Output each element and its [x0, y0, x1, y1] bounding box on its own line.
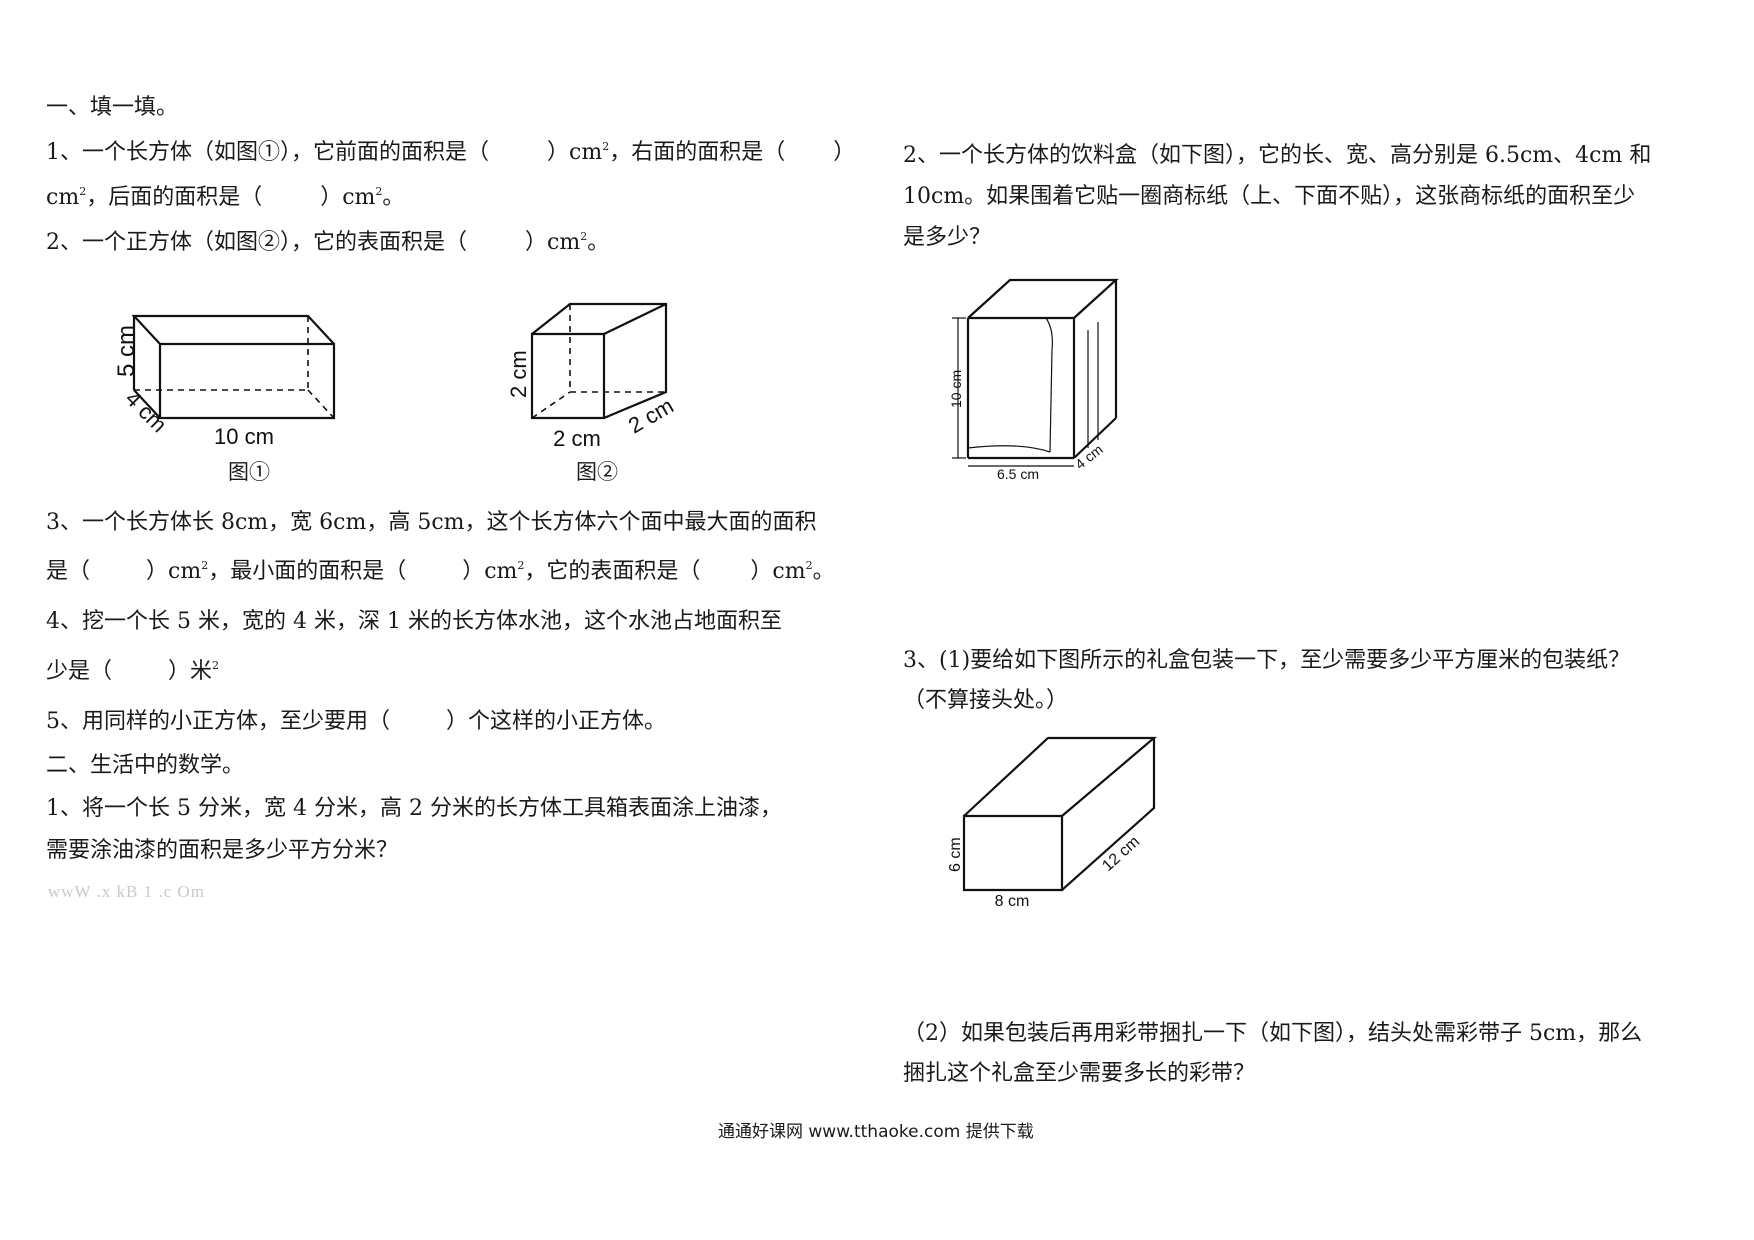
cuboid1-height-label: 5 cm — [113, 325, 140, 377]
cube-depth-label: 2 cm — [624, 393, 678, 438]
gift-box-right-face — [1061, 738, 1156, 891]
cuboid1-width-label: 4 cm — [120, 386, 171, 437]
cube-top-right-edges — [531, 302, 668, 420]
question-1-4: 4、挖一个长 5 米，宽的 4 米，深 1 米的长方体水池，这个水池占地面积至 — [46, 609, 782, 634]
box-bottom-side-edge — [1073, 417, 1117, 459]
question-2-3-part2-cont: 捆扎这个礼盒至少需要多长的彩带？ — [903, 1061, 1256, 1086]
label-fold-curve — [1045, 317, 1053, 453]
cube-front-face — [530, 332, 606, 420]
question-1-5: 5、用同样的小正方体，至少要用（）个这样的小正方体。 — [46, 709, 667, 734]
gift-box-length-label: 8 cm — [995, 893, 1030, 910]
label-bottom-curve — [967, 445, 1051, 453]
section1-heading: 一、填一填。 — [46, 95, 179, 120]
watermark: wwW .x kB 1 .c Om — [48, 882, 205, 901]
box-height-label: 10 cm — [948, 370, 964, 408]
question-2-2: 2、一个长方体的饮料盒（如下图），它的长、宽、高分别是 6.5cm、4cm 和 — [903, 143, 1652, 168]
cuboid1-front-face — [158, 342, 336, 420]
question-2-2-cont2: 是多少？ — [903, 225, 992, 250]
box-length-label: 6.5 cm — [997, 466, 1039, 482]
figure-2-caption: 图② — [576, 460, 618, 484]
cube-hidden-edge — [531, 391, 571, 419]
cube-width-label: 2 cm — [553, 426, 601, 451]
cube-top-edge — [603, 303, 667, 335]
question-2-3-part2: （2）如果包装后再用彩带捆扎一下（如下图），结头处需彩带子 5cm，那么 — [903, 1021, 1643, 1046]
gift-box-depth-label: 12 cm — [1099, 833, 1143, 875]
gift-box-height-label: 6 cm — [947, 837, 964, 872]
question-1-4-cont: 少是（）米2 — [46, 659, 220, 684]
question-2-3-cont: （不算接头处。） — [903, 688, 1069, 713]
question-2-2-cont: 10cm。如果围着它贴一圈商标纸（上、下面不贴），这张商标纸的面积至少 — [903, 184, 1636, 209]
section2-heading: 二、生活中的数学。 — [46, 753, 245, 778]
question-2-1-cont: 需要涂油漆的面积是多少平方分米？ — [46, 838, 399, 863]
question-1-1-cont: cm2，后面的面积是（）cm2。 — [46, 185, 405, 210]
cuboid1-top-face — [131, 314, 335, 345]
question-1-3-cont: 是（）cm2，最小面的面积是（）cm2，它的表面积是（）cm2。 — [46, 559, 835, 584]
cuboid1-bottom-edge — [133, 389, 161, 419]
label-side-lines — [1087, 322, 1099, 448]
cuboid1-hidden-edge — [307, 389, 335, 419]
cuboid1-length-label: 10 cm — [214, 424, 274, 449]
figure-4-gift-box: 6 cm 8 cm 12 cm — [947, 736, 1157, 910]
question-1-1: 1、一个长方体（如图①），它前面的面积是（）cm2，右面的面积是（） — [46, 140, 856, 165]
page-footer: 通通好课网 www.tthaoke.com 提供下载 — [718, 1122, 1034, 1142]
box-width-label: 4 cm — [1072, 441, 1106, 472]
question-2-3: 3、(1)要给如下图所示的礼盒包装一下，至少需要多少平方厘米的包装纸？ — [903, 648, 1631, 673]
question-1-2: 2、一个正方体（如图②），它的表面积是（）cm2。 — [46, 230, 610, 255]
question-1-3: 3、一个长方体长 8cm，宽 6cm，高 5cm，这个长方体六个面中最大面的面积 — [46, 510, 817, 535]
figure-2-cube: 2 cm 2 cm 2 cm — [506, 302, 678, 451]
cube-height-label: 2 cm — [506, 350, 531, 398]
figure-1-caption: 图① — [228, 460, 270, 484]
question-2-1: 1、将一个长 5 分米，宽 4 分米，高 2 分米的长方体工具箱表面涂上油漆， — [46, 796, 782, 821]
box-top-face — [967, 278, 1119, 319]
gift-box-front-face — [962, 814, 1064, 892]
gift-box-top-face — [963, 736, 1157, 817]
